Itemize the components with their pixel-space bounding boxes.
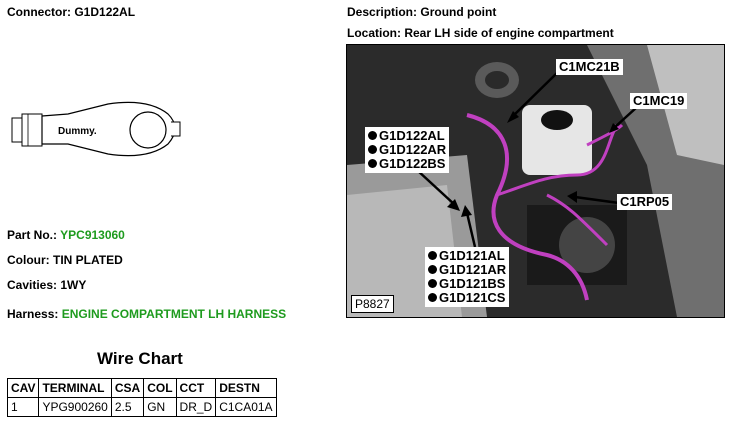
- bullet-icon: [368, 145, 377, 154]
- description-line: Description: Ground point: [347, 5, 496, 19]
- cavities-value: 1WY: [60, 278, 87, 292]
- colour-line: Colour: TIN PLATED: [7, 253, 123, 267]
- list-item: G1D121CS: [428, 291, 506, 305]
- part-no-line: Part No.: YPC913060: [7, 228, 125, 242]
- col-cct: CCT: [175, 378, 217, 398]
- cell-cav: 1: [6, 397, 40, 417]
- part-no-label: Part No.:: [7, 228, 58, 242]
- col-terminal: TERMINAL: [38, 378, 112, 398]
- col-csa: CSA: [110, 378, 145, 398]
- cavities-label: Cavities:: [7, 278, 58, 292]
- list-item: G1D121AL: [428, 249, 506, 263]
- harness-line: Harness: ENGINE COMPARTMENT LH HARNESS: [7, 307, 286, 321]
- cell-col: GN: [143, 397, 177, 417]
- location-label: Location:: [347, 26, 401, 40]
- connector-label: Connector:: [7, 5, 71, 19]
- col-cav: CAV: [6, 378, 40, 398]
- list-item: G1D122BS: [368, 157, 446, 171]
- list-item: G1D122AL: [368, 129, 446, 143]
- bullet-icon: [368, 131, 377, 140]
- bullet-icon: [428, 265, 437, 274]
- bullet-icon: [428, 251, 437, 260]
- col-col: COL: [143, 378, 177, 398]
- list-item: G1D121AR: [428, 263, 506, 277]
- wire-chart-title: Wire Chart: [97, 349, 183, 368]
- col-destn: DESTN: [215, 378, 277, 398]
- bullet-icon: [428, 293, 437, 302]
- cell-destn: C1CA01A: [215, 397, 277, 417]
- colour-label: Colour:: [7, 253, 50, 267]
- label-c1mc19: C1MC19: [630, 93, 688, 109]
- wire-chart-header-row: CAV TERMINAL CSA COL CCT DESTN: [6, 378, 277, 398]
- harness-value[interactable]: ENGINE COMPARTMENT LH HARNESS: [61, 307, 287, 321]
- table-row: 1 YPG900260 2.5 GN DR_D C1CA01A: [6, 397, 277, 417]
- list-item: G1D122AR: [368, 143, 446, 157]
- connector-value: G1D122AL: [74, 5, 136, 19]
- list-item: G1D121BS: [428, 277, 506, 291]
- bullet-icon: [428, 279, 437, 288]
- location-value: Rear LH side of engine compartment: [404, 26, 614, 40]
- colour-value: TIN PLATED: [53, 253, 123, 267]
- wire-chart-table: CAV TERMINAL CSA COL CCT DESTN 1 YPG9002…: [6, 378, 277, 417]
- location-line: Location: Rear LH side of engine compart…: [347, 26, 614, 40]
- label-c1mc21b: C1MC21B: [556, 59, 623, 75]
- cell-terminal: YPG900260: [38, 397, 112, 417]
- photo-reference: P8827: [351, 295, 394, 313]
- bullet-icon: [368, 159, 377, 168]
- description-value: Ground point: [420, 5, 497, 19]
- cavities-line: Cavities: 1WY: [7, 278, 86, 292]
- harness-label: Harness:: [7, 307, 59, 321]
- label-group-g1d122: G1D122AL G1D122AR G1D122BS: [365, 127, 450, 173]
- label-group-g1d121: G1D121AL G1D121AR G1D121BS G1D121CS: [425, 247, 510, 307]
- photo-illustration: [347, 45, 724, 317]
- part-no-value[interactable]: YPC913060: [60, 228, 125, 242]
- cell-csa: 2.5: [110, 397, 145, 417]
- label-c1rp05: C1RP05: [617, 194, 673, 210]
- location-photo: C1MC21B C1MC19 C1RP05 G1D122AL G1D122AR …: [346, 44, 725, 318]
- cell-cct: DR_D: [175, 397, 217, 417]
- ring-terminal-drawing: Dummy.: [8, 100, 188, 160]
- description-label: Description:: [347, 5, 418, 19]
- drawing-text: Dummy.: [58, 126, 97, 137]
- connector-line: Connector: G1D122AL: [7, 5, 135, 19]
